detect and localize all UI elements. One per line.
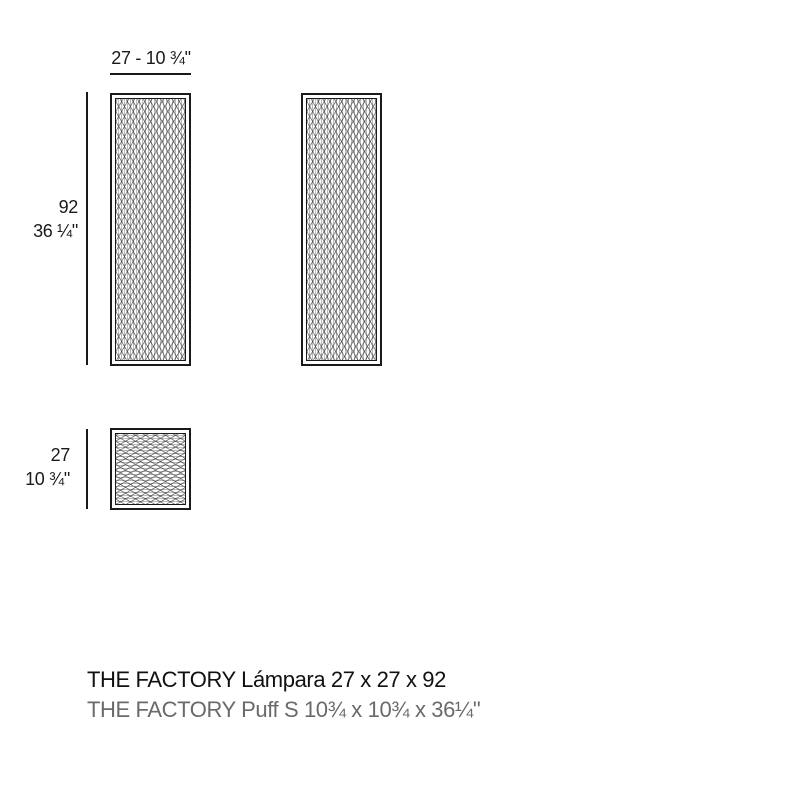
mesh-pattern <box>306 98 377 361</box>
mesh-pattern <box>115 98 186 361</box>
inner-frame <box>115 98 186 361</box>
width-dimension-label: 27 - 10 ¾" <box>111 48 191 68</box>
side-view-panel <box>301 93 382 366</box>
front-view-panel <box>110 93 191 366</box>
height-dimension-metric: 92 <box>58 197 79 217</box>
mesh-pattern <box>115 433 186 505</box>
height-dimension-imperial: 36 ¼" <box>33 221 78 241</box>
depth-dimension-metric: 27 <box>50 445 71 465</box>
inner-frame <box>115 433 186 505</box>
caption-secondary: THE FACTORY Puff S 10¾ x 10¾ x 36¼" <box>87 697 481 722</box>
depth-dimension-line <box>86 429 88 509</box>
top-view-panel <box>110 428 191 510</box>
caption-primary: THE FACTORY Lámpara 27 x 27 x 92 <box>87 667 446 692</box>
width-dimension-line <box>110 73 191 75</box>
depth-dimension-imperial: 10 ¾" <box>25 469 70 489</box>
height-dimension-line <box>86 92 88 365</box>
inner-frame <box>306 98 377 361</box>
